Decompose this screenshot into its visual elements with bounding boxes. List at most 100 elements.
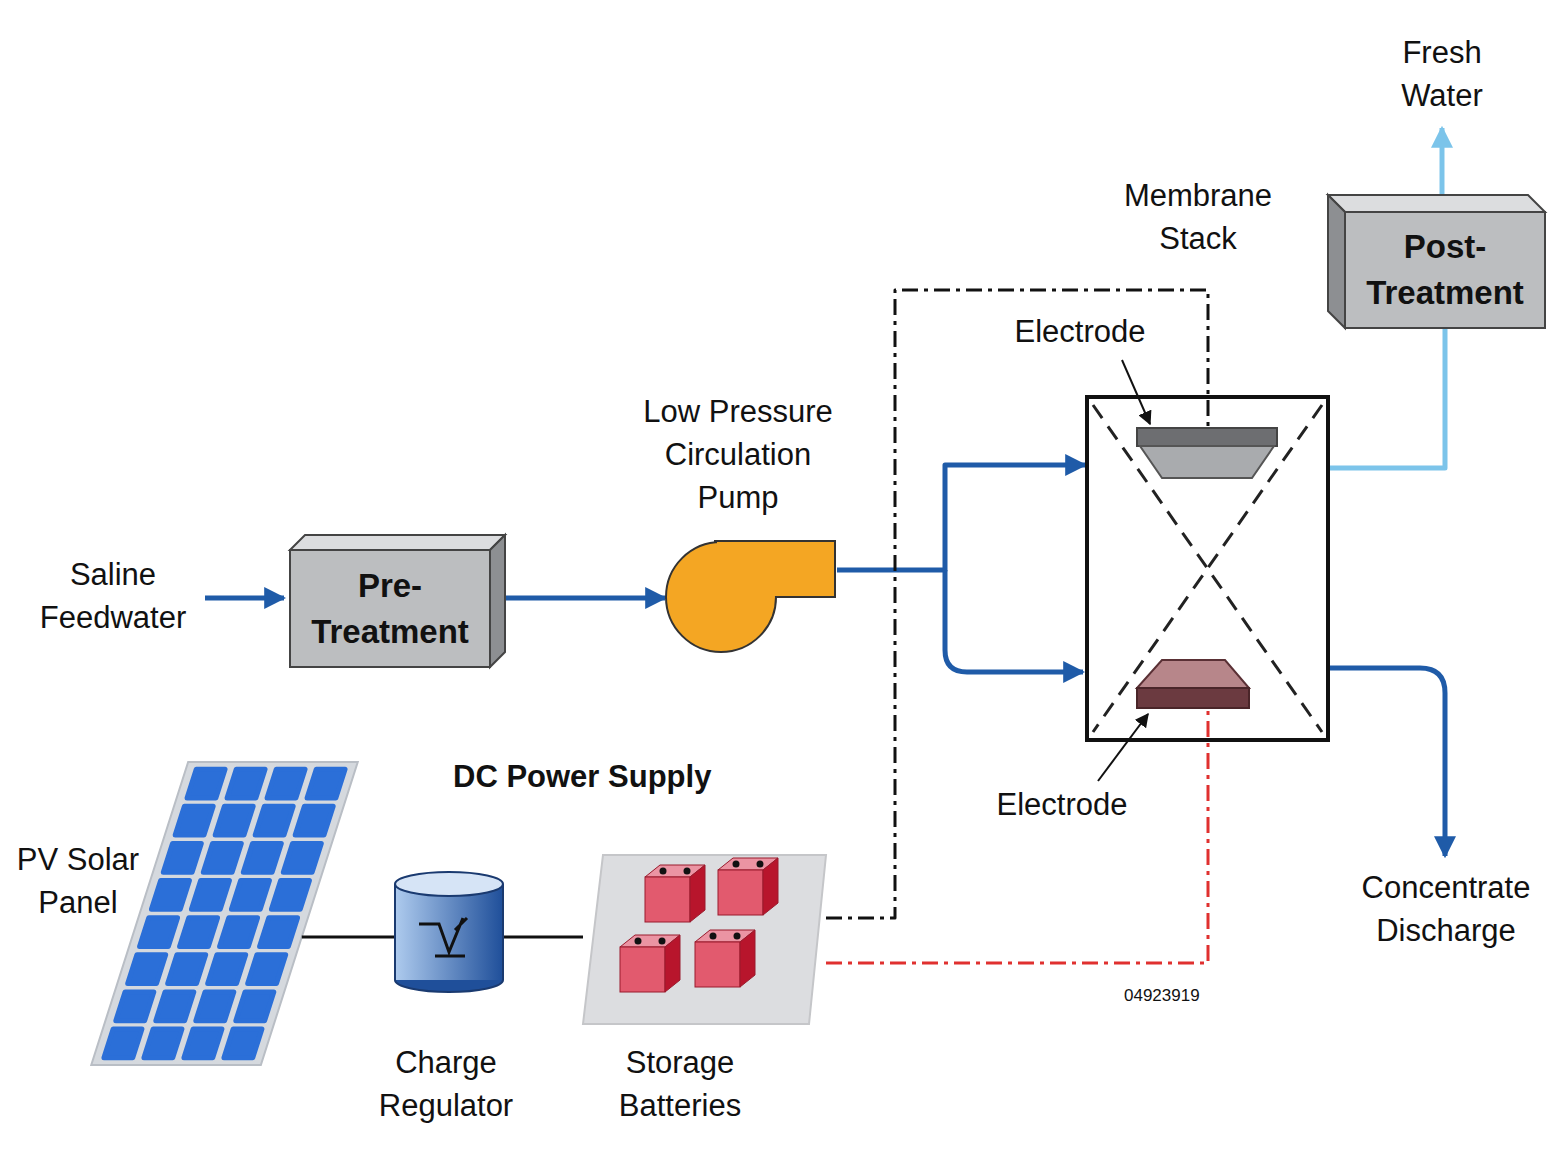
solar-cell [243,843,281,872]
box-front [1345,212,1545,328]
solar-cell [283,843,321,872]
electrode-face [1140,446,1274,478]
solar-cell [224,1029,262,1058]
box-top [1328,195,1545,212]
part-label: PV Solar Panel [8,839,148,925]
membrane-line [1093,405,1322,732]
solar-cell [140,918,178,947]
solar-cell [271,881,309,910]
flow-label: Concentrate Discharge [1346,867,1546,953]
part-label: Storage Batteries [580,1042,780,1128]
connector [826,710,1208,963]
solar-cell [187,769,225,798]
electrode-bar [1137,688,1249,708]
box-label: Pre- Treatment [305,563,475,654]
solar-cell [231,881,269,910]
membrane-line [1093,405,1322,732]
battery-terminal [684,868,691,875]
battery-bank: Storage Batteries [583,852,826,1027]
cylinder-body [395,884,503,980]
solar-cell [267,769,305,798]
connector [1330,328,1445,468]
battery-front [620,947,665,992]
shape-group [583,855,826,1024]
solar-cell [191,881,229,910]
fresh-water-arrow [1440,128,1445,195]
solar-cell [208,955,246,984]
battery-bank-drawing [583,852,826,1027]
part-label: Low Pressure Circulation Pump [631,391,846,519]
solar-panel-drawing [97,762,353,1062]
charge-regulator: Charge Regulator [395,872,503,992]
connector [826,290,1208,918]
shape-group [1137,428,1277,478]
solar-cell [180,918,218,947]
electrode-drawing [1137,428,1277,478]
solar-cell [175,806,213,835]
panel-frame [91,762,358,1065]
cylinder-edge [502,884,504,980]
battery-side [690,865,705,922]
feed-arrow [205,596,284,601]
battery-terminal [710,933,717,940]
shape-group [1087,397,1328,740]
part-label: Membrane Stack [1103,175,1293,261]
electrode-bar [1137,428,1277,446]
battery-tray [583,855,826,1024]
membrane-stack: Membrane StackElectrodeElectrode [1085,395,1330,742]
electrode: Electrode [1137,428,1277,478]
solar-cell [220,918,258,947]
solar-cell [156,992,194,1021]
solar-cell [196,992,234,1021]
connector [490,596,665,601]
panel-wire [302,936,353,939]
flow-label: Fresh Water [1382,32,1502,118]
pump-fill [717,542,834,596]
battery-terminal [659,938,666,945]
shape-group [395,872,503,992]
electrode: Electrode [1137,660,1249,710]
leader-line [1098,714,1148,781]
battery-terminal [635,938,642,945]
connector [503,936,583,939]
part-label: Electrode [997,784,1128,827]
cylinder-top [395,872,503,896]
battery-side [665,935,680,992]
box-side [490,535,505,667]
flow-label: Saline Feedwater [28,554,198,640]
solar-cell [163,843,201,872]
connector [353,936,395,939]
battery-front [645,877,690,922]
section-title: DC Power Supply [453,756,711,799]
solar-cell [248,955,286,984]
solar-cell [144,1029,182,1058]
solar-cell [116,992,154,1021]
solar-cell [104,1029,142,1058]
solar-cell [151,881,189,910]
solar-cell [227,769,265,798]
cylinder-edge [394,884,396,980]
charge-regulator-drawing [395,872,503,992]
regulator-symbol [419,918,467,956]
solar-panel: PV Solar Panel [97,762,353,1062]
shape-group [1137,660,1249,708]
pump-symbol: Low Pressure Circulation Pump [665,540,837,652]
shape-group [91,762,358,1065]
shape-group [290,535,505,667]
electrode-drawing [1137,660,1249,710]
connector [837,465,1085,570]
solar-cell [295,806,333,835]
box-side [1328,195,1345,328]
solar-cell [307,769,345,798]
solar-cell [236,992,274,1021]
solar-cell [203,843,241,872]
battery-side [740,930,755,987]
solar-cell [128,955,166,984]
concentrate-arrow [1330,668,1445,856]
battery-terminal [757,861,764,868]
process-box: Post- Treatment [1345,212,1545,328]
electrode-face [1137,660,1249,688]
leader-line [1122,360,1150,424]
drawing-number: 04923919 [1124,984,1200,1007]
